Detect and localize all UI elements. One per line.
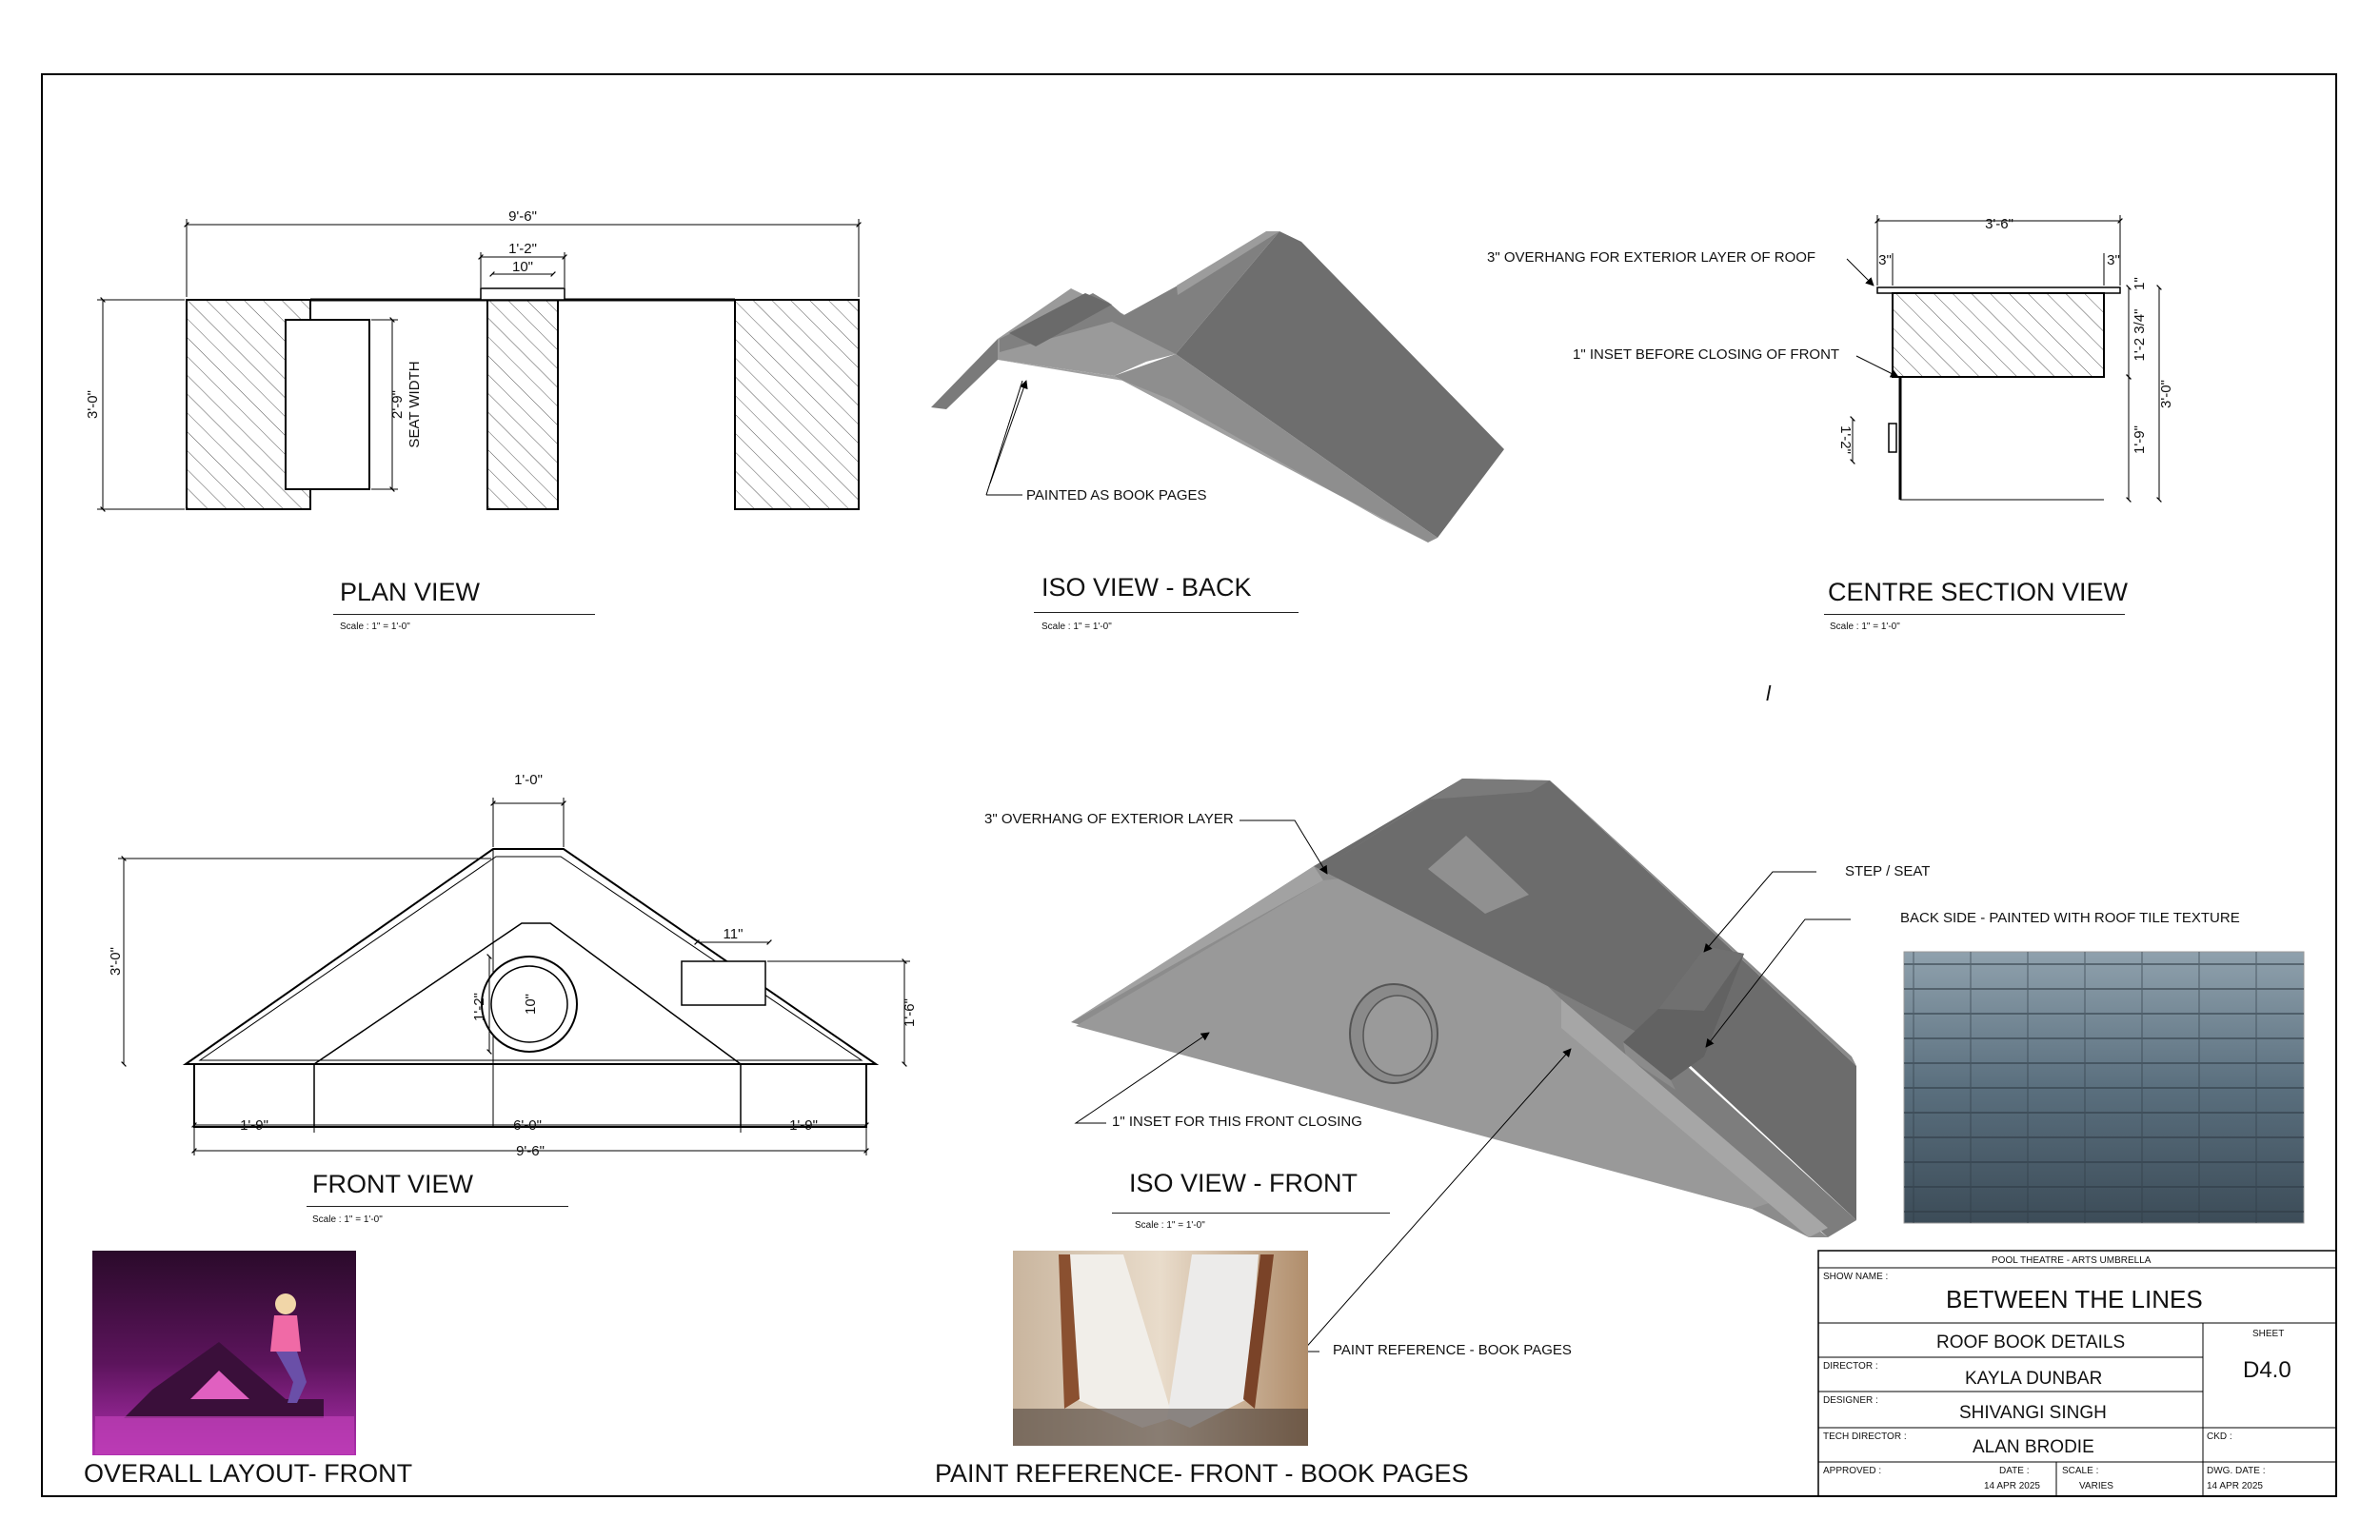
svg-text:9'-6": 9'-6" — [516, 1143, 545, 1159]
iso-front-rule — [1112, 1213, 1390, 1214]
svg-text:1": 1" — [2132, 277, 2148, 290]
plan-width-dim: 9'-6" — [508, 208, 537, 225]
svg-text:1'-0": 1'-0" — [514, 772, 543, 788]
tb-director-label: DIRECTOR : — [1823, 1361, 1878, 1372]
note-paint-ref: PAINT REFERENCE - BOOK PAGES — [1333, 1342, 1572, 1358]
svg-text:1'-2": 1'-2" — [1837, 425, 1854, 454]
svg-text:6'-0": 6'-0" — [513, 1117, 542, 1134]
svg-text:10": 10" — [523, 994, 539, 1015]
svg-text:1'-2": 1'-2" — [508, 241, 537, 257]
tb-sheet-number: D4.0 — [2243, 1357, 2291, 1383]
plan-view-scale: Scale : 1" = 1'-0" — [340, 622, 410, 632]
front-view-rule — [307, 1206, 568, 1207]
caption-paint-reference: PAINT REFERENCE- FRONT - BOOK PAGES — [935, 1459, 1469, 1488]
tb-director: KAYLA DUNBAR — [1965, 1369, 2103, 1389]
tb-sheet-label: SHEET — [2252, 1329, 2285, 1339]
iso-back-title: ISO VIEW - BACK — [1041, 573, 1252, 602]
svg-text:11": 11" — [724, 926, 744, 942]
iso-front-scale: Scale : 1" = 1'-0" — [1135, 1220, 1205, 1231]
centre-section-rule — [1824, 614, 2125, 615]
svg-text:1'-9": 1'-9" — [240, 1117, 268, 1134]
stage-photo — [92, 1251, 356, 1455]
note-inset-front: 1" INSET BEFORE CLOSING OF FRONT — [1573, 346, 1840, 363]
plan-view-rule — [333, 614, 595, 615]
svg-text:2'-9": 2'-9" — [389, 390, 406, 419]
plan-view-drawing: 9'-6" 1'-2" 10" 3'-0" 2'-9" SEAT WIDTH — [85, 208, 862, 512]
tb-dwg-date-label: DWG. DATE : — [2207, 1466, 2266, 1476]
front-view-drawing: 1'-0" 3'-0" 1'-2" 10" 11" 1'-6" 1'-9" 6'… — [108, 772, 918, 1159]
svg-text:3'-0": 3'-0" — [2158, 380, 2174, 408]
svg-text:10": 10" — [512, 259, 533, 275]
tb-scale: VARIES — [2079, 1481, 2113, 1491]
note-overhang-layer: 3" OVERHANG OF EXTERIOR LAYER — [984, 811, 1234, 827]
iso-front-model — [1071, 779, 1856, 1237]
tb-date: 14 APR 2025 — [1984, 1481, 2040, 1491]
note-overhang-roof: 3" OVERHANG FOR EXTERIOR LAYER OF ROOF — [1487, 249, 1816, 266]
tb-approved-label: APPROVED : — [1823, 1466, 1882, 1476]
centre-section-scale: Scale : 1" = 1'-0" — [1830, 622, 1900, 632]
tb-show-name-label: SHOW NAME : — [1823, 1272, 1889, 1282]
centre-section-drawing: 3'-6" 3" 3" 1'-2 3/4" 1" 3'-0" 1'-9" 1'-… — [1837, 215, 2174, 503]
note-inset-closing: 1" INSET FOR THIS FRONT CLOSING — [1112, 1114, 1362, 1130]
svg-text:1'-6": 1'-6" — [902, 998, 918, 1027]
svg-text:3'-0": 3'-0" — [108, 947, 124, 976]
caption-overall-layout: OVERALL LAYOUT- FRONT — [84, 1459, 413, 1488]
iso-back-scale: Scale : 1" = 1'-0" — [1041, 622, 1112, 632]
svg-text:3'-0": 3'-0" — [85, 390, 101, 419]
tb-show-name: BETWEEN THE LINES — [1946, 1285, 2203, 1313]
front-view-scale: Scale : 1" = 1'-0" — [312, 1214, 383, 1225]
tb-tech-director: ALAN BRODIE — [1973, 1437, 2094, 1457]
svg-text:1'-2": 1'-2" — [471, 993, 487, 1021]
tb-designer-label: DESIGNER : — [1823, 1395, 1878, 1406]
svg-text:3'-6": 3'-6" — [1985, 216, 2013, 232]
svg-text:1'-9": 1'-9" — [2132, 425, 2148, 454]
tb-organization: POOL THEATRE - ARTS UMBRELLA — [1992, 1255, 2152, 1266]
tb-drawing-title: ROOF BOOK DETAILS — [1936, 1333, 2126, 1352]
svg-text:3": 3" — [1878, 252, 1892, 268]
tb-tech-director-label: TECH DIRECTOR : — [1823, 1431, 1907, 1442]
roof-tile-photo — [1903, 951, 2305, 1224]
tb-scale-label: SCALE : — [2062, 1466, 2099, 1476]
tb-designer: SHIVANGI SINGH — [1959, 1403, 2107, 1423]
iso-front-title: ISO VIEW - FRONT — [1129, 1169, 1358, 1197]
tb-date-label: DATE : — [1999, 1466, 2030, 1476]
title-block-frame — [1817, 1250, 2337, 1497]
svg-text:1'-9": 1'-9" — [789, 1117, 818, 1134]
iso-back-model — [931, 231, 1504, 543]
note-painted-pages: PAINTED AS BOOK PAGES — [1026, 487, 1207, 503]
book-pages-photo — [1013, 1251, 1308, 1446]
tb-dwg-date: 14 APR 2025 — [2207, 1481, 2263, 1491]
svg-text:3": 3" — [2107, 252, 2120, 268]
plan-view-title: PLAN VIEW — [340, 578, 481, 606]
front-view-title: FRONT VIEW — [312, 1170, 474, 1198]
note-back-side: BACK SIDE - PAINTED WITH ROOF TILE TEXTU… — [1900, 910, 2240, 926]
tb-ckd-label: CKD : — [2207, 1431, 2232, 1442]
sheet-border — [41, 73, 2337, 1497]
svg-text:SEAT WIDTH: SEAT WIDTH — [407, 361, 423, 447]
iso-back-rule — [1034, 612, 1299, 613]
stray-mark: l — [1766, 681, 1771, 705]
svg-text:1'-2 3/4": 1'-2 3/4" — [2132, 309, 2148, 362]
note-step-seat: STEP / SEAT — [1845, 863, 1931, 879]
centre-section-title: CENTRE SECTION VIEW — [1828, 578, 2129, 606]
